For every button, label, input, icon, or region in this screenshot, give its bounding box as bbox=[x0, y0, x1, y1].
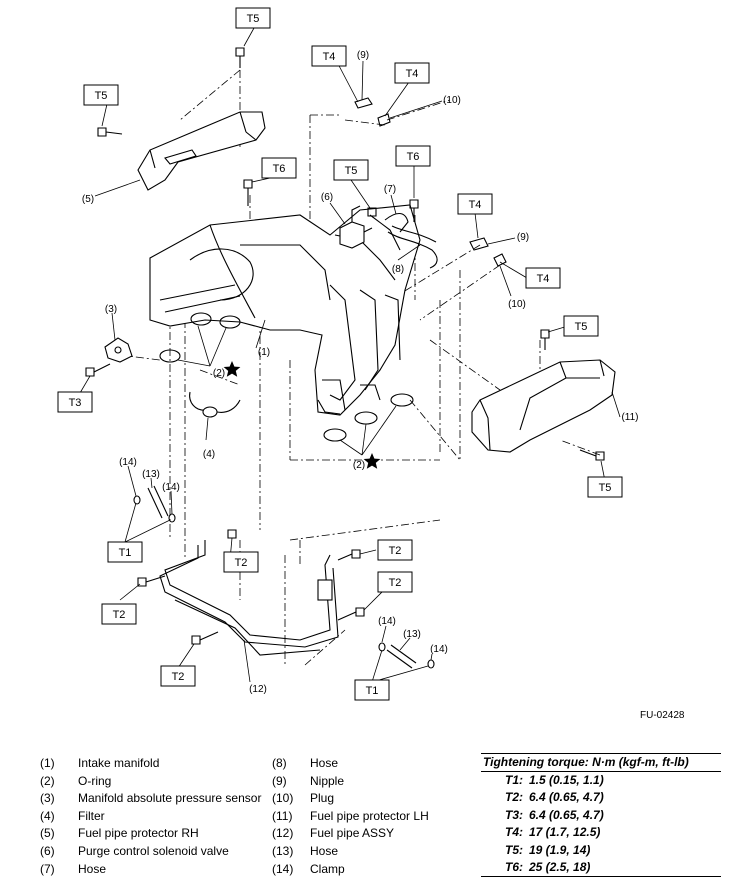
exploded-parts-diagram: T5 T5 T4 T4 T6 T5 T6 T4 T4 T5 T3 T5 T1 T… bbox=[57, 7, 639, 701]
legend-item: (5)Fuel pipe protector RH bbox=[40, 826, 199, 841]
callout-number: (2) bbox=[353, 460, 365, 471]
torque-label: T5 bbox=[247, 13, 260, 25]
fuel-pipe-protector-rh bbox=[137, 111, 266, 191]
torque-label: T5 bbox=[575, 321, 588, 333]
callout-number: (2) bbox=[213, 368, 225, 379]
o-rings bbox=[159, 312, 414, 442]
torque-label: T3 bbox=[69, 397, 82, 409]
torque-boxes bbox=[57, 7, 623, 701]
torque-label: T5 bbox=[345, 165, 358, 177]
legend-item: (13)Hose bbox=[272, 843, 339, 858]
hoses-7-8 bbox=[384, 212, 438, 269]
legend-item: (12)Fuel pipe ASSY bbox=[272, 826, 395, 841]
callout-number: (14) bbox=[430, 644, 448, 655]
callout-number: (14) bbox=[162, 482, 180, 493]
fuel-pipe-protector-lh bbox=[471, 359, 616, 453]
figure-code: FU-02428 bbox=[640, 710, 685, 721]
bolts bbox=[85, 47, 605, 645]
diagram-labels: T5 T5 T4 T4 T6 T5 T6 T4 T4 T5 T3 T5 T1 T… bbox=[69, 13, 639, 697]
torque-label: T2 bbox=[389, 545, 402, 557]
torque-row: T6:25 (2.5, 18) bbox=[505, 860, 591, 875]
torque-row: T5:19 (1.9, 14) bbox=[505, 842, 591, 857]
torque-label: T2 bbox=[172, 671, 185, 683]
filter bbox=[189, 391, 241, 418]
torque-row: T3:6.4 (0.65, 4.7) bbox=[505, 807, 604, 822]
parts-legend-right: (8)Hose (9)Nipple (10)Plug (11)Fuel pipe… bbox=[272, 755, 429, 878]
star-markers bbox=[223, 361, 381, 469]
torque-row: T1:1.5 (0.15, 1.1) bbox=[505, 773, 604, 787]
callout-number: (10) bbox=[443, 95, 461, 106]
torque-label: T5 bbox=[95, 90, 108, 102]
purge-control-solenoid-valve bbox=[339, 205, 373, 249]
legend-item: (11)Fuel pipe protector LH bbox=[272, 808, 429, 823]
fuel-pipe-assy bbox=[159, 540, 339, 656]
callout-number: (10) bbox=[508, 299, 526, 310]
callout-number: (9) bbox=[357, 50, 369, 61]
torque-label: T2 bbox=[235, 557, 248, 569]
torque-table: Tightening torque: N·m (kgf-m, ft-lb) T1… bbox=[481, 753, 721, 878]
torque-label: T1 bbox=[119, 547, 132, 559]
legend-item: (9)Nipple bbox=[272, 773, 345, 788]
torque-label: T6 bbox=[273, 163, 286, 175]
callout-number: (13) bbox=[403, 629, 421, 640]
callout-number: (6) bbox=[321, 192, 333, 203]
legend-item: (6)Purge control solenoid valve bbox=[40, 843, 229, 858]
callout-leaders bbox=[79, 27, 621, 683]
legend-item: (2)O-ring bbox=[40, 773, 112, 788]
map-sensor bbox=[104, 337, 133, 363]
callout-number: (7) bbox=[384, 184, 396, 195]
callout-number: (14) bbox=[378, 616, 396, 627]
torque-label: T4 bbox=[323, 51, 336, 63]
torque-label: T1 bbox=[366, 685, 379, 697]
parts-legend-left: (1)Intake manifold (2)O-ring (3)Manifold… bbox=[40, 755, 261, 878]
torque-label: T6 bbox=[407, 151, 420, 163]
legend-item: (7)Hose bbox=[40, 861, 107, 876]
torque-row: T4:17 (1.7, 12.5) bbox=[505, 825, 601, 840]
torque-table-header: Tightening torque: N·m (kgf-m, ft-lb) bbox=[481, 754, 721, 772]
legend-item: (4)Filter bbox=[40, 808, 105, 823]
short-hose-right bbox=[378, 642, 435, 669]
callout-number: (1) bbox=[258, 347, 270, 358]
callout-number: (5) bbox=[82, 194, 94, 205]
torque-label: T2 bbox=[113, 609, 126, 621]
torque-label: T4 bbox=[537, 273, 550, 285]
legend-item: (10)Plug bbox=[272, 791, 335, 806]
callout-number: (13) bbox=[142, 469, 160, 480]
legend-item: (8)Hose bbox=[272, 756, 339, 770]
torque-label: T5 bbox=[599, 482, 612, 494]
callout-number: (8) bbox=[392, 264, 404, 275]
legend-item: (3)Manifold absolute pressure sensor bbox=[40, 791, 262, 806]
callout-number: (3) bbox=[105, 304, 117, 315]
torque-label: T4 bbox=[406, 68, 419, 80]
alignment-lines bbox=[119, 69, 601, 666]
torque-label: T4 bbox=[469, 199, 482, 211]
nipples-and-plugs bbox=[354, 97, 507, 267]
short-hose-left bbox=[133, 485, 176, 523]
legend-item: (1)Intake manifold bbox=[40, 756, 160, 770]
callout-number: (12) bbox=[249, 684, 267, 695]
callout-number: (11) bbox=[621, 412, 638, 423]
torque-row: T2:6.4 (0.65, 4.7) bbox=[505, 790, 604, 805]
callout-number: (4) bbox=[203, 449, 215, 460]
torque-label: T2 bbox=[389, 577, 402, 589]
intake-manifold bbox=[149, 204, 421, 416]
callout-number: (14) bbox=[119, 457, 137, 468]
callout-number: (9) bbox=[517, 232, 529, 243]
legend-item: (14)Clamp bbox=[272, 861, 345, 876]
